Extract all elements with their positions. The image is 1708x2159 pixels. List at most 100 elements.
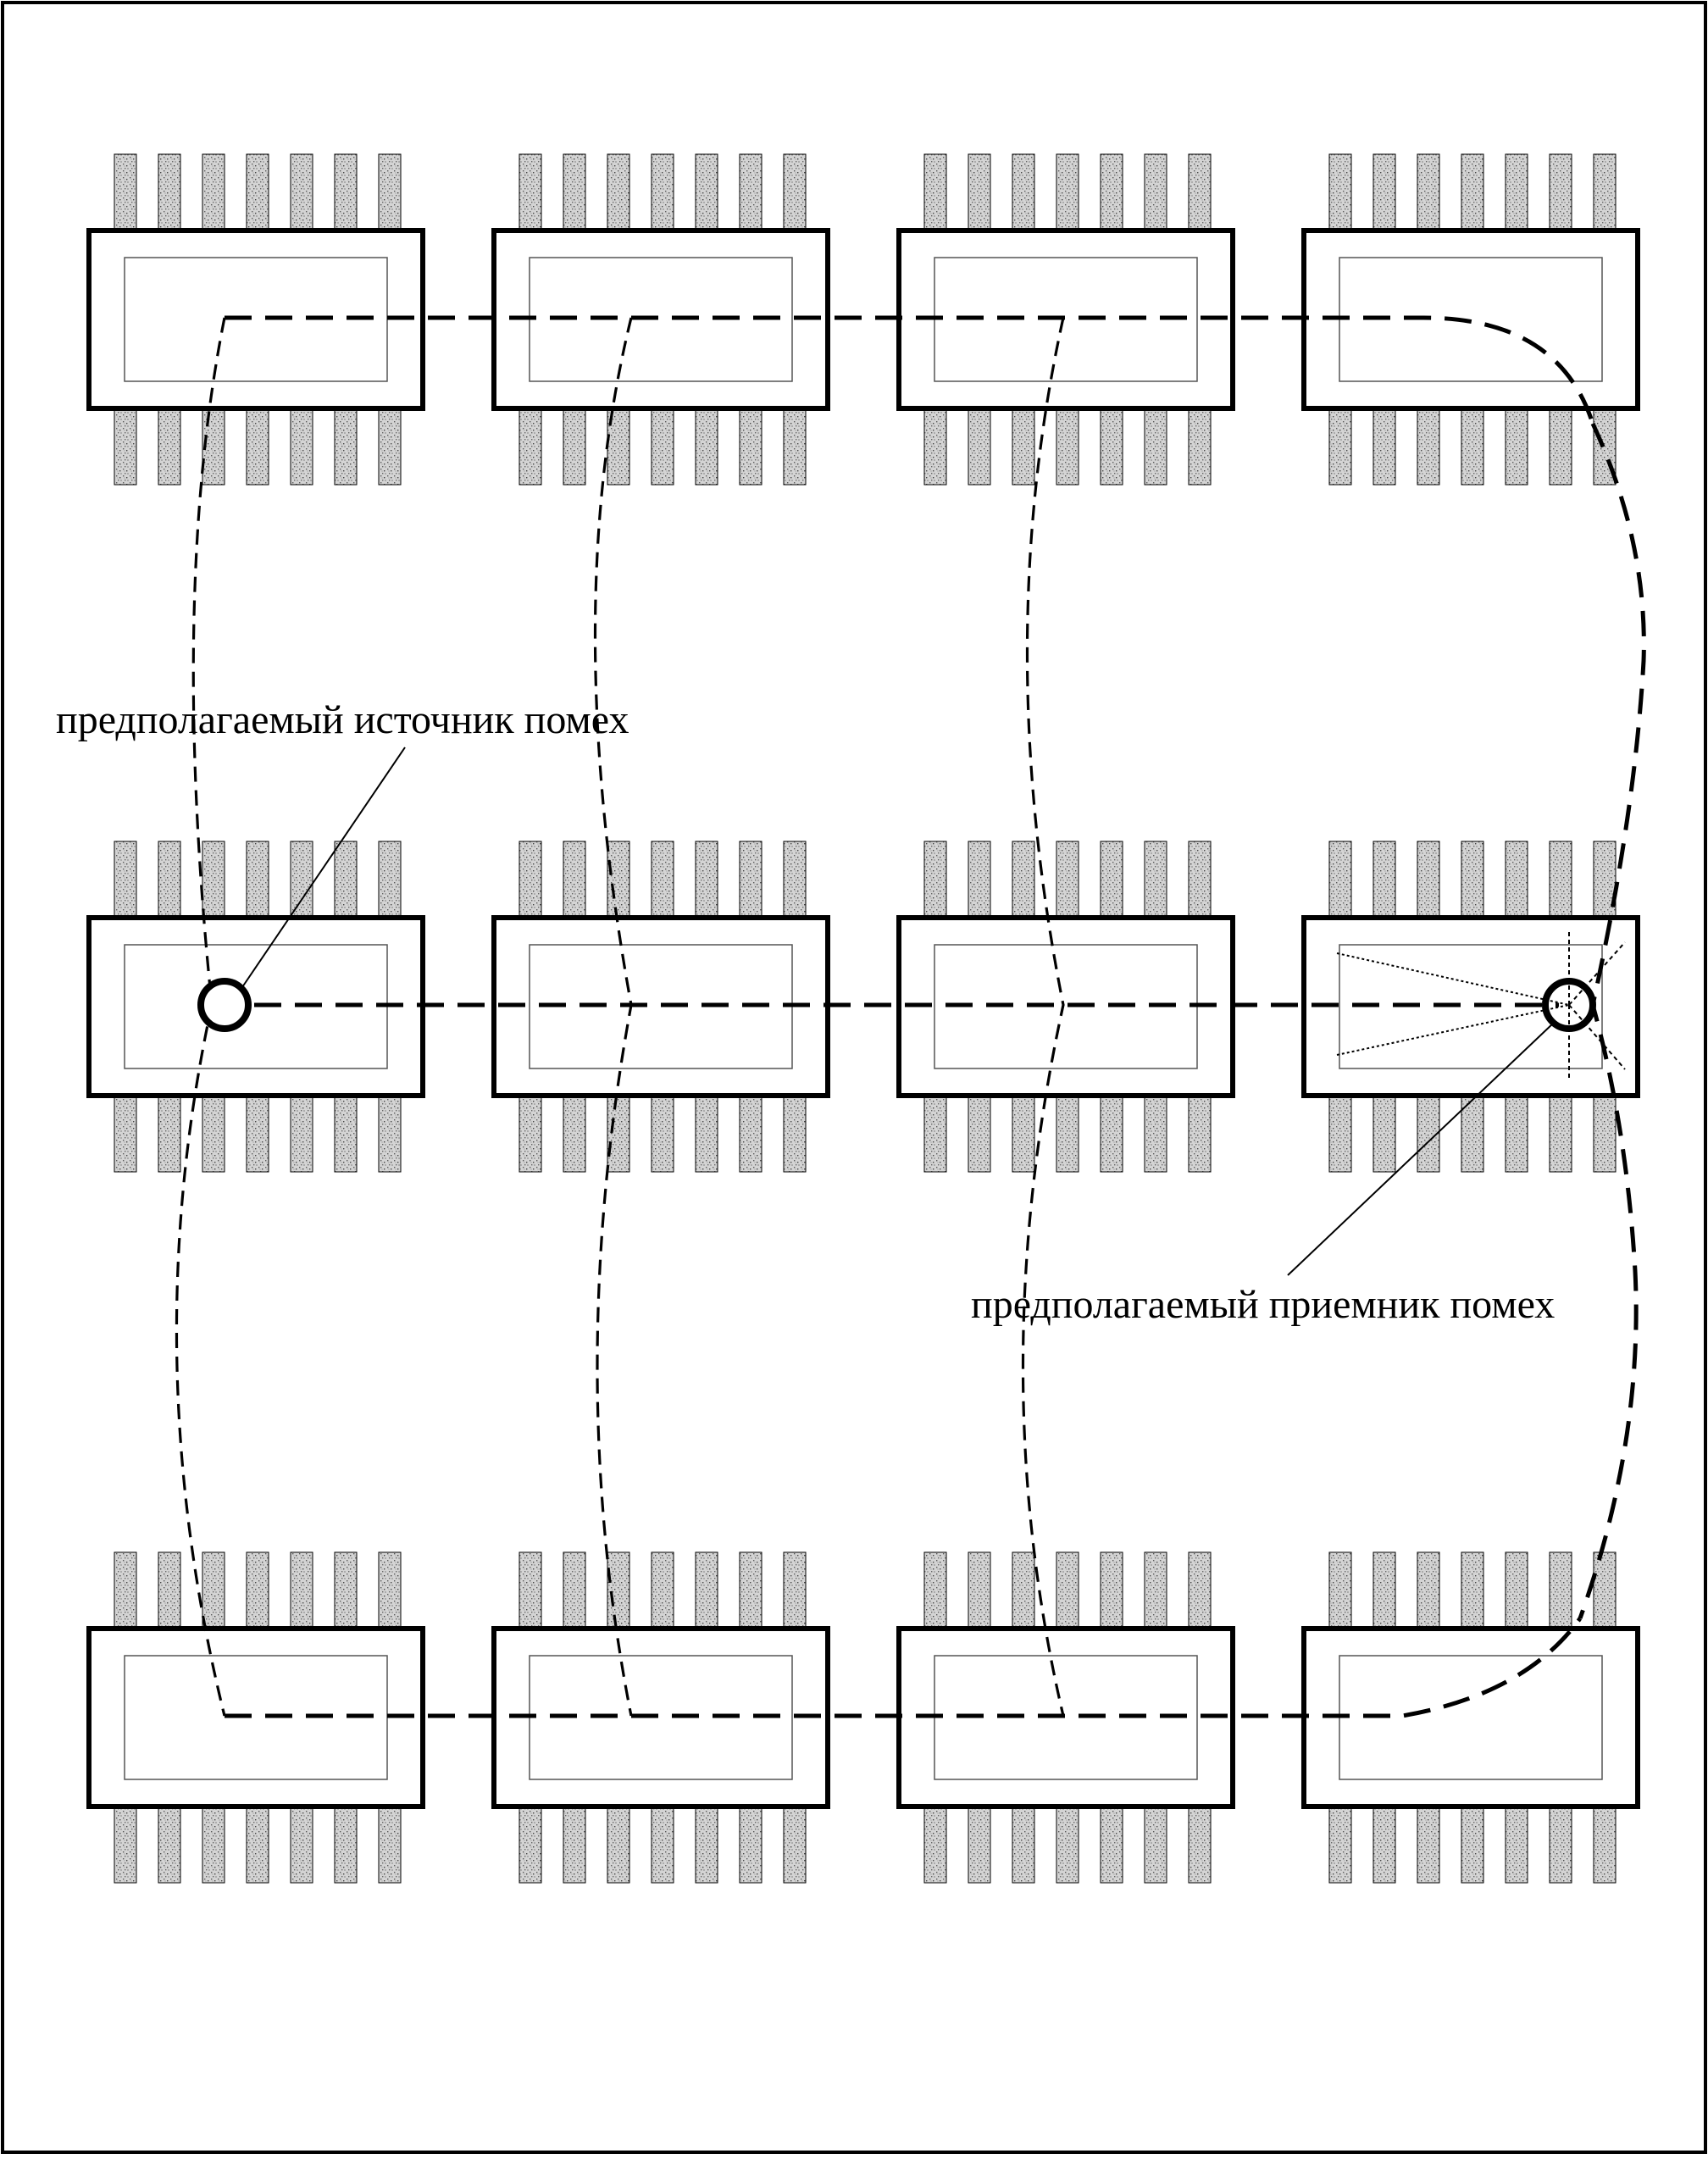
chip-pin-top (1012, 1551, 1035, 1629)
chip-pin-bottom (202, 1095, 225, 1173)
chip-pin-bottom (158, 1095, 181, 1173)
chip-pin-bottom (1505, 1806, 1528, 1884)
chip-pin-bottom (1056, 1095, 1079, 1173)
chip-pin-top (334, 841, 358, 919)
chip-pin-bottom (695, 1095, 718, 1173)
chip-pin-bottom (246, 1095, 269, 1173)
chip-pin-top (783, 1551, 807, 1629)
chip-pin-bottom (739, 1806, 762, 1884)
chip-pin-top (290, 841, 313, 919)
chip-pin-top (923, 153, 947, 231)
chip-pin-bottom (378, 1095, 402, 1173)
chip-pin-bottom (158, 408, 181, 486)
chip-pin-bottom (246, 408, 269, 486)
chip-pin-bottom (563, 1095, 586, 1173)
chip-pin-top (334, 1551, 358, 1629)
chip-grid (86, 153, 1640, 1884)
chip-pin-bottom (1593, 1806, 1616, 1884)
burst-ray-3 (1568, 1004, 1626, 1070)
chip-pin-top (968, 1551, 991, 1629)
chip-pin-top (1056, 153, 1079, 231)
chip-pin-bottom (607, 408, 630, 486)
chip-pin-top (739, 841, 762, 919)
chip-pin-top (1188, 153, 1212, 231)
chip-pin-top (739, 153, 762, 231)
chip-pin-bottom (334, 1806, 358, 1884)
chip-pin-top (1549, 1551, 1572, 1629)
chip-pin-bottom (1144, 408, 1167, 486)
chip-pin-bottom (651, 1095, 674, 1173)
chip-pin-top (202, 841, 225, 919)
chip-pin-bottom (114, 408, 137, 486)
chip-pin-top (563, 1551, 586, 1629)
chip-pin-top (518, 153, 542, 231)
source-marker (197, 978, 252, 1032)
chip-pin-bottom (651, 1806, 674, 1884)
chip-pin-bottom (1144, 1095, 1167, 1173)
chip-pin-bottom (1549, 1806, 1572, 1884)
chip-pin-top (378, 841, 402, 919)
chip-pin-top (1188, 841, 1212, 919)
chip-pin-bottom (923, 408, 947, 486)
chip-pin-bottom (1328, 408, 1352, 486)
chip-pin-top (923, 1551, 947, 1629)
chip-pin-top (1417, 841, 1440, 919)
chip-pin-bottom (334, 1095, 358, 1173)
chip-pin-bottom (783, 1806, 807, 1884)
chip-pin-bottom (739, 408, 762, 486)
chip-pin-bottom (1461, 1806, 1484, 1884)
chip-pin-bottom (1417, 408, 1440, 486)
chip-pin-top (1144, 841, 1167, 919)
chip-pin-top (1461, 1551, 1484, 1629)
chip-pin-top (1549, 841, 1572, 919)
chip-pin-bottom (518, 408, 542, 486)
chip-pin-top (607, 153, 630, 231)
chip-r1-c4 (1301, 153, 1640, 486)
chip-pin-top (1144, 153, 1167, 231)
chip-r3-c4 (1301, 1551, 1640, 1884)
chip-pin-top (1100, 153, 1123, 231)
chip-pin-bottom (202, 1806, 225, 1884)
chip-pin-top (1372, 153, 1396, 231)
chip-pin-top (1505, 153, 1528, 231)
chip-pin-top (1372, 841, 1396, 919)
route-col2-curve (593, 317, 633, 1717)
chip-pin-top (114, 1551, 137, 1629)
chip-pin-bottom (1549, 408, 1572, 486)
chip-pin-bottom (1144, 1806, 1167, 1884)
fan-line-lower (1336, 1004, 1570, 1056)
chip-pin-bottom (290, 1095, 313, 1173)
chip-pin-top (246, 153, 269, 231)
route-col3-curve (1021, 317, 1065, 1717)
chip-pin-top (1593, 1551, 1616, 1629)
chip-pin-bottom (1461, 408, 1484, 486)
chip-pin-bottom (783, 408, 807, 486)
chip-pin-top (1461, 153, 1484, 231)
chip-pin-bottom (1505, 1095, 1528, 1173)
chip-pin-bottom (968, 1806, 991, 1884)
chip-pin-bottom (1012, 408, 1035, 486)
chip-pin-top (158, 153, 181, 231)
chip-pin-bottom (158, 1806, 181, 1884)
chip-pin-bottom (114, 1806, 137, 1884)
chip-pin-top (334, 153, 358, 231)
chip-pin-top (651, 1551, 674, 1629)
chip-pin-bottom (1372, 1095, 1396, 1173)
chip-pin-top (607, 1551, 630, 1629)
chip-pin-bottom (1056, 1806, 1079, 1884)
chip-pin-top (1328, 841, 1352, 919)
chip-pin-bottom (378, 408, 402, 486)
chip-pin-bottom (1372, 1806, 1396, 1884)
source-leader-line (241, 746, 406, 988)
route-top-horizontal (225, 315, 1595, 425)
chip-pin-bottom (607, 1806, 630, 1884)
chip-pin-top (378, 153, 402, 231)
chip-pin-bottom (1012, 1095, 1035, 1173)
chip-pin-bottom (1417, 1806, 1440, 1884)
chip-pin-bottom (695, 1806, 718, 1884)
chip-pin-bottom (114, 1095, 137, 1173)
fan-line-upper (1336, 952, 1570, 1006)
chip-pin-top (783, 153, 807, 231)
chip-pin-top (378, 1551, 402, 1629)
